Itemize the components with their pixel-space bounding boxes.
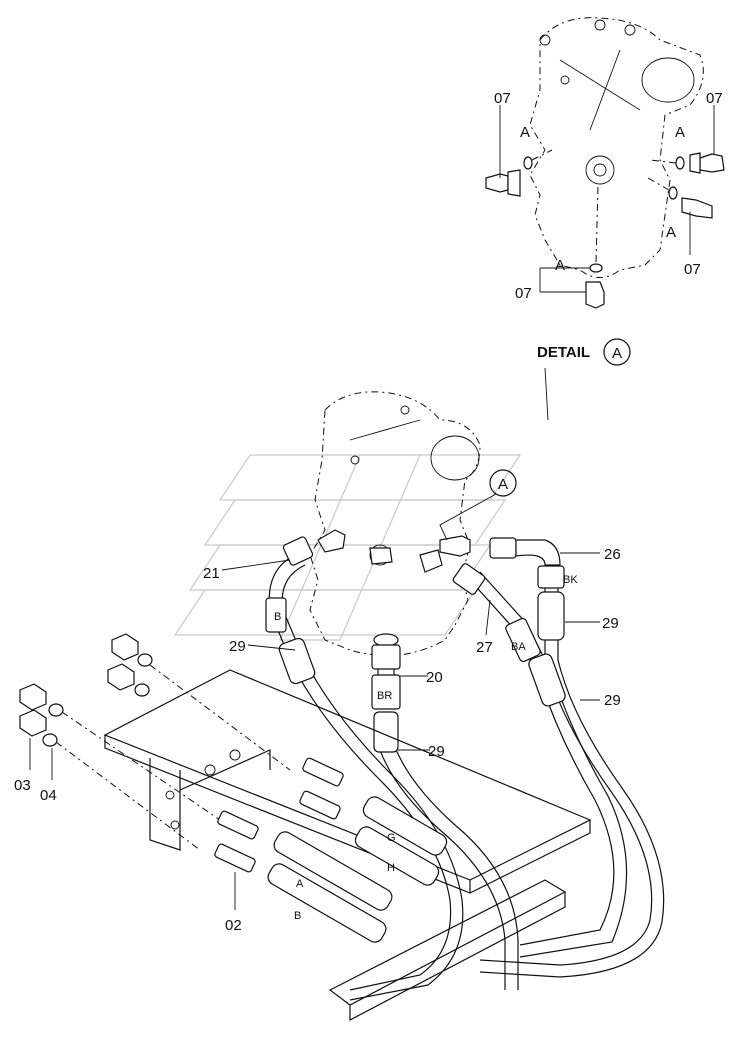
hose-mark-a: A bbox=[296, 878, 304, 890]
callout-27: 27 bbox=[476, 639, 493, 656]
callout-26: 26 bbox=[604, 546, 621, 563]
callout-07-bottom: 07 bbox=[515, 285, 532, 302]
view-mark-a-bottom: A bbox=[555, 257, 565, 274]
detail-ref-letter: A bbox=[612, 345, 622, 362]
view-mark-a-right: A bbox=[675, 124, 685, 141]
callout-29-center: 29 bbox=[428, 743, 445, 760]
detail-a-valve-view bbox=[485, 17, 725, 309]
view-mark-a-left: A bbox=[520, 124, 530, 141]
mounting-bracket bbox=[103, 669, 592, 1021]
connector-fittings bbox=[267, 796, 448, 943]
hose-mark-g: G bbox=[387, 832, 396, 844]
callout-20: 20 bbox=[426, 669, 443, 686]
stud-fittings bbox=[214, 757, 344, 910]
callout-29-right: 29 bbox=[602, 615, 619, 632]
ref-a-circle bbox=[489, 469, 517, 497]
hose-fittings bbox=[265, 536, 566, 753]
callout-29-left: 29 bbox=[229, 638, 246, 655]
watermark-logo bbox=[173, 454, 522, 641]
callout-04: 04 bbox=[40, 787, 57, 804]
detail-title: DETAIL bbox=[537, 344, 590, 361]
callout-02: 02 bbox=[225, 917, 242, 934]
hose-mark-b: B bbox=[294, 910, 301, 922]
callout-21: 21 bbox=[203, 565, 220, 582]
callout-29-far-right: 29 bbox=[604, 692, 621, 709]
hose-mark-b-left: B bbox=[274, 611, 281, 623]
callout-07-lower-right: 07 bbox=[684, 261, 701, 278]
ref-a-letter: A bbox=[498, 476, 508, 493]
callout-07-top-right: 07 bbox=[706, 90, 723, 107]
main-valve-assembly bbox=[309, 391, 481, 657]
detail-ref-circle bbox=[603, 338, 631, 366]
leader-lines bbox=[221, 552, 600, 751]
hose-mark-br: BR bbox=[377, 690, 392, 702]
hose-mark-h: H bbox=[387, 862, 395, 874]
view-mark-a-lower-right: A bbox=[666, 224, 676, 241]
hose-mark-bk: BK bbox=[563, 574, 578, 586]
callout-07-top-left: 07 bbox=[494, 90, 511, 107]
hose-mark-ba: BA bbox=[511, 641, 526, 653]
nuts-and-washers bbox=[19, 633, 291, 851]
callout-03: 03 bbox=[14, 777, 31, 794]
